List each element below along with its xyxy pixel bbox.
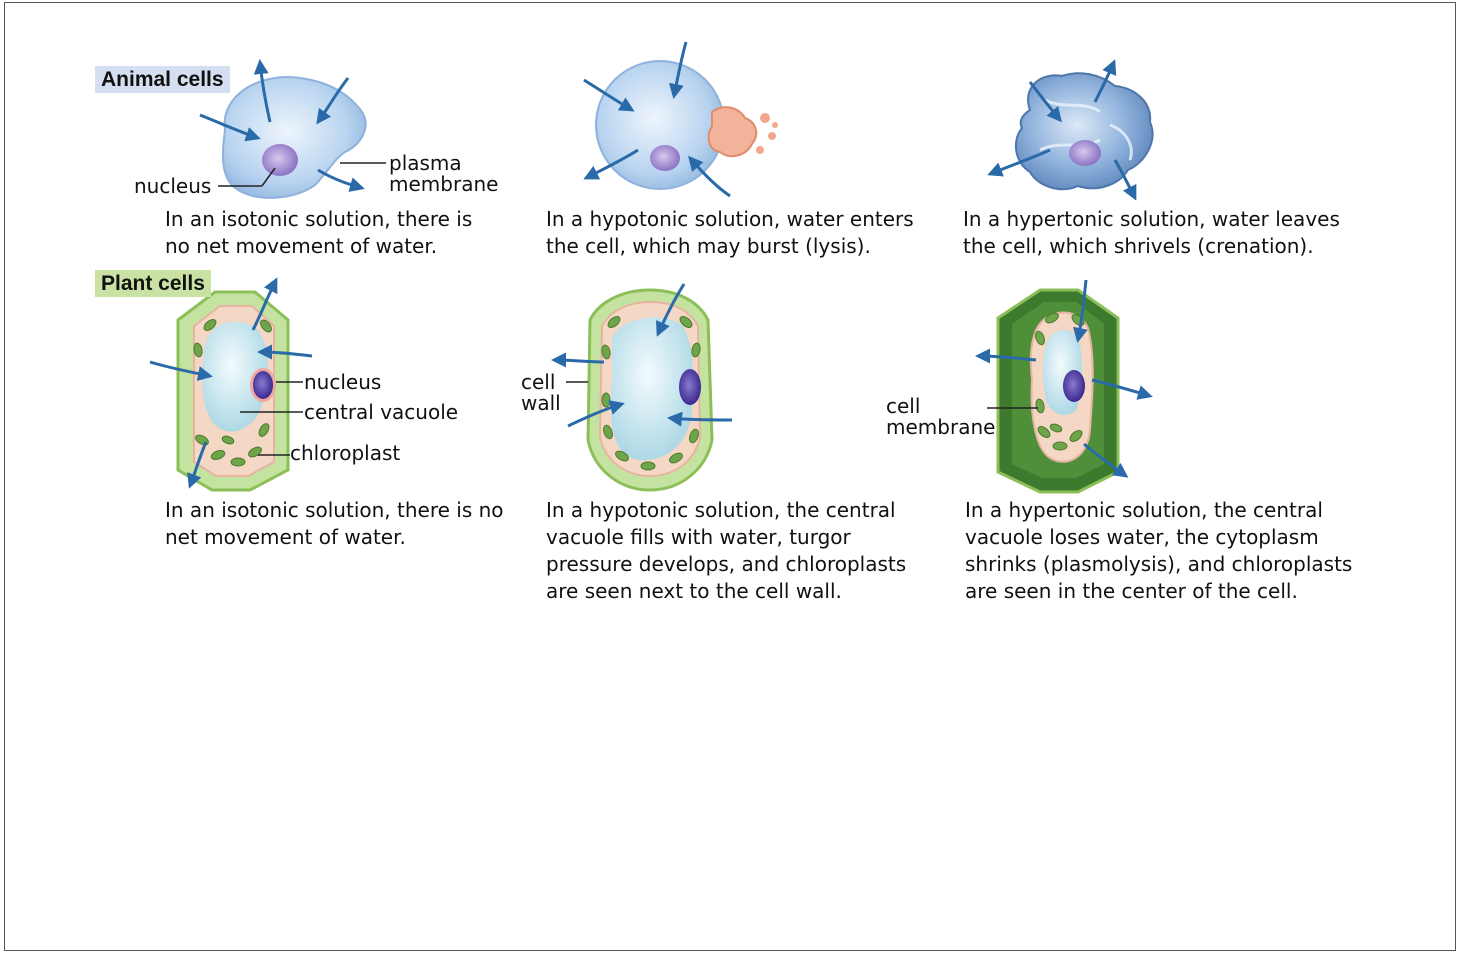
plant-cells-heading: Plant cells bbox=[95, 270, 211, 297]
nucleus-label: nucleus bbox=[134, 176, 211, 197]
nucleus-icon bbox=[1063, 370, 1085, 402]
animal-hypotonic-caption: In a hypotonic solution, water enters th… bbox=[546, 206, 914, 260]
nucleus-icon bbox=[1069, 140, 1101, 166]
animal-cell-hypertonic bbox=[990, 62, 1153, 198]
nucleus-icon bbox=[650, 145, 680, 171]
plant-cell-hypotonic bbox=[554, 284, 732, 490]
plant-cell-hypertonic bbox=[978, 280, 1150, 492]
lysis-burst-icon bbox=[709, 107, 756, 156]
chloroplast-label: chloroplast bbox=[290, 443, 400, 464]
nucleus-icon bbox=[262, 144, 298, 176]
plant-nucleus-label: nucleus bbox=[304, 372, 381, 393]
plasma-membrane-label: plasma membrane bbox=[389, 153, 498, 195]
cell-wall-label: cell wall bbox=[521, 372, 561, 414]
animal-hypertonic-caption: In a hypertonic solution, water leaves t… bbox=[963, 206, 1340, 260]
animal-cells-heading: Animal cells bbox=[95, 66, 230, 93]
animal-isotonic-caption: In an isotonic solution, there is no net… bbox=[165, 206, 472, 260]
animal-cell-hypotonic bbox=[584, 42, 778, 196]
plant-isotonic-caption: In an isotonic solution, there is no net… bbox=[165, 497, 504, 551]
plant-hypotonic-caption: In a hypotonic solution, the central vac… bbox=[546, 497, 906, 605]
nucleus-icon bbox=[679, 369, 701, 405]
plant-hypertonic-caption: In a hypertonic solution, the central va… bbox=[965, 497, 1352, 605]
central-vacuole-label: central vacuole bbox=[304, 402, 458, 423]
nucleus-icon bbox=[253, 371, 273, 399]
cell-membrane-label: cell membrane bbox=[886, 396, 995, 438]
plant-cell-isotonic bbox=[150, 280, 312, 490]
